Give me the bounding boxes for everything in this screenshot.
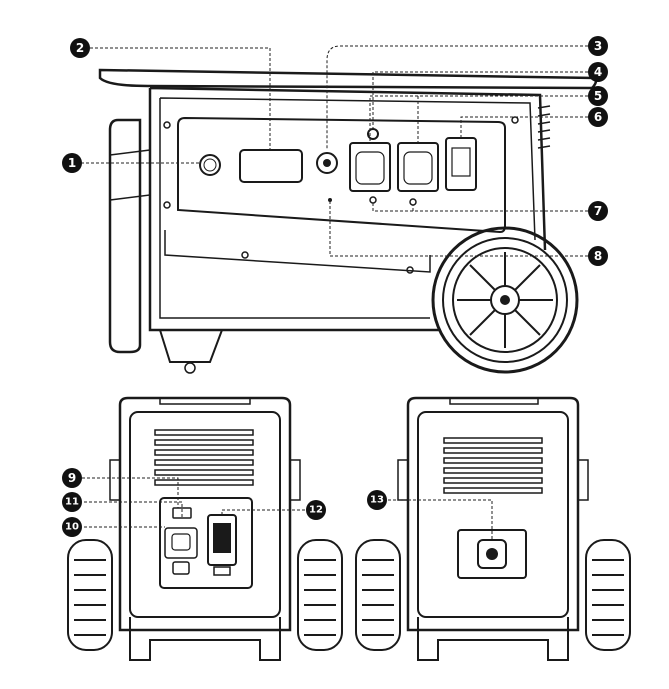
svg-text:8: 8 — [594, 249, 602, 263]
right-body-panel — [417, 411, 569, 618]
left-grille — [154, 429, 254, 486]
dc-outlet-face — [171, 533, 191, 551]
rear-connector-core — [486, 548, 498, 560]
ac-outlet-1-face — [355, 151, 385, 185]
callout-6: 6 — [588, 107, 608, 127]
svg-text:9: 9 — [68, 471, 76, 485]
display-screen — [239, 149, 303, 183]
left-frame-top — [159, 398, 251, 405]
svg-text:1: 1 — [68, 156, 76, 170]
callout-8: 8 — [588, 246, 608, 266]
start-button-inner — [203, 158, 217, 172]
rear-connector — [477, 539, 507, 569]
port-panel — [159, 497, 253, 589]
svg-text:13: 13 — [370, 495, 384, 506]
screw — [163, 121, 171, 129]
callout-11: 11 — [62, 492, 82, 512]
side-handle-right — [577, 459, 589, 501]
callout-9: 9 — [62, 468, 82, 488]
callout-1: 1 — [62, 153, 82, 173]
power-switch-face — [213, 523, 231, 553]
ground-terminal — [328, 198, 332, 202]
callout-7: 7 — [588, 201, 608, 221]
right-wheel — [297, 539, 343, 651]
switch-foot — [213, 566, 231, 576]
left-body-panel — [129, 411, 281, 618]
inner-frame — [159, 97, 536, 319]
side-handle-left — [109, 459, 121, 501]
top-handle-bar — [98, 68, 598, 90]
right-frame-top — [449, 398, 539, 405]
screw — [406, 266, 414, 274]
screw — [369, 196, 377, 204]
breaker-switch — [445, 137, 477, 191]
start-button — [199, 154, 221, 176]
screw — [163, 201, 171, 209]
callout-4: 4 — [588, 62, 608, 82]
foot-pad — [184, 362, 196, 374]
lower-panel — [164, 230, 431, 273]
side-handle-right — [289, 459, 301, 501]
svg-text:3: 3 — [594, 39, 602, 53]
ac-outlet-2-face — [403, 151, 433, 185]
callout-3: 3 — [588, 36, 608, 56]
small-port — [172, 561, 190, 575]
rear-view-left — [67, 396, 343, 661]
callout-12: 12 — [306, 500, 326, 520]
screw — [241, 251, 249, 259]
leader-lines — [81, 45, 588, 540]
side-handle-left — [397, 459, 409, 501]
svg-text:10: 10 — [65, 522, 79, 533]
usb-port — [172, 507, 192, 519]
svg-text:7: 7 — [594, 204, 602, 218]
support-foot — [159, 329, 223, 363]
left-handle — [108, 118, 142, 354]
main-body-frame — [148, 86, 547, 332]
left-base-stand — [129, 617, 281, 661]
side-wheel — [431, 226, 579, 374]
screw — [409, 198, 417, 206]
handle-bracket — [109, 149, 151, 201]
callout-13: 13 — [367, 490, 387, 510]
rear-view-right — [355, 396, 631, 661]
right-base-stand — [417, 617, 569, 661]
dc-outlet — [164, 527, 198, 559]
svg-text:5: 5 — [594, 89, 602, 103]
callout-2: 2 — [70, 38, 90, 58]
breaker-switch-lever — [451, 147, 471, 177]
callout-10: 10 — [62, 517, 82, 537]
right-wheel — [585, 539, 631, 651]
ac-outlet-1 — [349, 142, 391, 192]
right-grille — [443, 437, 543, 494]
svg-text:11: 11 — [65, 497, 79, 508]
svg-text:12: 12 — [309, 505, 323, 516]
rear-connector-panel — [457, 529, 527, 579]
svg-text:4: 4 — [594, 65, 602, 79]
left-wheel — [355, 539, 401, 651]
callout-5: 5 — [588, 86, 608, 106]
svg-text:2: 2 — [76, 41, 84, 55]
selector-knob-inner — [323, 159, 331, 167]
left-frame-outer — [118, 396, 292, 632]
left-wheel — [67, 539, 113, 651]
svg-text:6: 6 — [594, 110, 602, 124]
selector-knob — [316, 152, 338, 174]
indicator-light — [367, 128, 379, 140]
screw — [511, 116, 519, 124]
right-frame-outer — [406, 396, 580, 632]
side-view — [98, 68, 598, 374]
control-panel — [177, 116, 506, 234]
vent-fins — [537, 105, 551, 149]
